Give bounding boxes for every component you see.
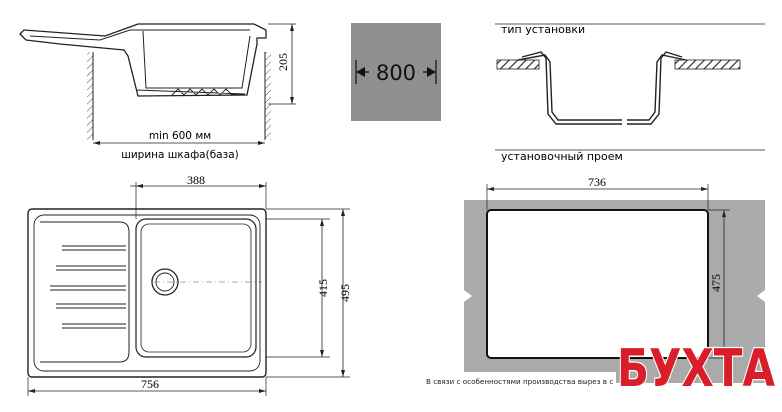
- footnote: В связи с особенностями производства выр…: [426, 377, 613, 386]
- sink-ribs: [135, 88, 246, 96]
- sink-outline: [27, 208, 267, 378]
- cabinet-wall-right: [265, 52, 271, 140]
- cutout-title: установочный проем: [501, 150, 623, 163]
- cabinet-width-label: ширина шкафа(база): [121, 149, 238, 161]
- total-width: 756: [141, 377, 159, 391]
- drainer-area: [40, 221, 130, 363]
- bowl-height: 415: [316, 279, 330, 297]
- side-view: 205 min 600 мм ширина шкафа(база): [19, 23, 296, 161]
- depth-value: 205: [276, 53, 290, 71]
- countertop-right: [674, 59, 741, 70]
- sink-bowl-inner: [142, 30, 251, 89]
- cutout-opening: [486, 209, 709, 359]
- drainer-ribs: [50, 245, 126, 329]
- countertop-left: [496, 59, 540, 70]
- install-type-section: тип установки: [495, 23, 765, 125]
- cabinet-wall-left: [87, 52, 93, 140]
- badge-value: 800: [376, 61, 416, 85]
- watermark-logo: БУХТА: [616, 338, 777, 401]
- sink-bowl: [135, 218, 257, 358]
- cabinet-size-badge: 800: [351, 23, 441, 121]
- cutout-height: 475: [709, 274, 723, 292]
- sink-install-profile: [517, 54, 622, 121]
- watermark-text: БУХТА: [617, 339, 775, 399]
- total-height: 495: [338, 284, 352, 302]
- bowl-width: 388: [187, 173, 205, 187]
- drain-hole: [151, 268, 179, 296]
- sink-profile: [19, 23, 267, 97]
- cutout-width: 736: [588, 175, 606, 189]
- cutout-section: установочный проем 736 475 В связи с осо…: [418, 149, 765, 388]
- install-type-title: тип установки: [501, 23, 585, 36]
- sink-inner-line: [29, 29, 250, 41]
- top-view: 388 415 495 756: [27, 173, 352, 396]
- min-cabinet-label: min 600 мм: [149, 130, 211, 142]
